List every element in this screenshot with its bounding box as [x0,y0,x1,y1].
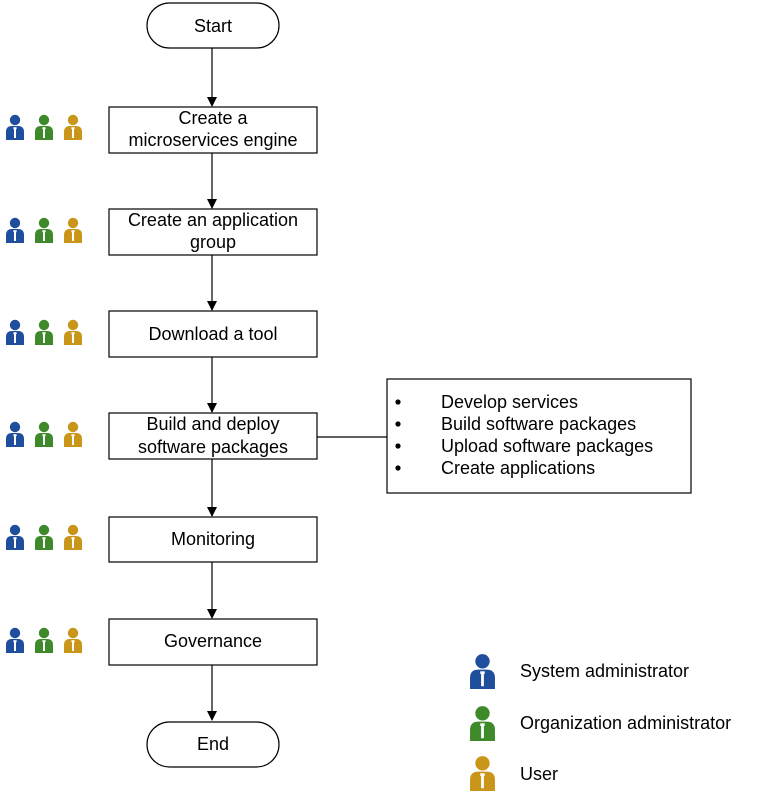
user-icon [64,217,82,243]
user-icon [470,756,495,791]
step-create-app-group-line1: Create an application [128,210,298,230]
connectors [207,48,387,721]
step-download-tool-label: Download a tool [148,324,277,344]
terminal-end-label: End [197,734,229,754]
system-administrator-icon [6,319,24,345]
organization-administrator-icon [35,217,53,243]
step-build-deploy-line2: software packages [138,437,288,457]
legend-label-user: User [520,764,558,784]
organization-administrator-icon [35,627,53,653]
organization-administrator-icon [35,114,53,140]
terminal-start-label: Start [194,16,232,36]
side-note-box: Develop services Build software packages… [386,378,692,494]
legend-label-system-administrator: System administrator [520,661,689,681]
user-icon [64,524,82,550]
legend: System administrator Organization admini… [470,654,731,791]
step-create-engine: Create a microservices engine [108,106,318,154]
terminal-start: Start [146,2,280,49]
step-build-deploy-line1: Build and deploy [146,414,279,434]
step-monitoring: Monitoring [108,516,318,563]
step-create-app-group: Create an application group [108,208,318,256]
role-icons-step3 [6,319,82,345]
step-create-engine-line2: microservices engine [128,130,297,150]
role-icons-step1 [6,114,82,140]
step-create-engine-line1: Create a [178,108,248,128]
system-administrator-icon [6,114,24,140]
system-administrator-icon [6,217,24,243]
role-icons-step2 [6,217,82,243]
side-note-item: Build software packages [441,414,636,434]
step-governance-label: Governance [164,631,262,651]
organization-administrator-icon [470,706,495,741]
legend-label-organization-administrator: Organization administrator [520,713,731,733]
side-note-item: Upload software packages [441,436,653,456]
bullet-dot [395,399,401,405]
side-note-item: Develop services [441,392,578,412]
user-icon [64,319,82,345]
step-governance: Governance [108,618,318,666]
system-administrator-icon [6,524,24,550]
terminal-end: End [146,721,280,768]
organization-administrator-icon [35,421,53,447]
system-administrator-icon [6,421,24,447]
role-icons-step6 [6,627,82,653]
organization-administrator-icon [35,319,53,345]
organization-administrator-icon [35,524,53,550]
side-note-item: Create applications [441,458,595,478]
user-icon [64,421,82,447]
bullet-dot [395,421,401,427]
role-icons-step4 [6,421,82,447]
step-download-tool: Download a tool [108,310,318,358]
step-create-app-group-line2: group [190,232,236,252]
system-administrator-icon [470,654,495,689]
step-monitoring-label: Monitoring [171,529,255,549]
role-icons-step5 [6,524,82,550]
step-build-deploy: Build and deploy software packages [108,412,318,460]
bullet-dot [395,465,401,471]
user-icon [64,627,82,653]
bullet-dot [395,443,401,449]
user-icon [64,114,82,140]
system-administrator-icon [6,627,24,653]
